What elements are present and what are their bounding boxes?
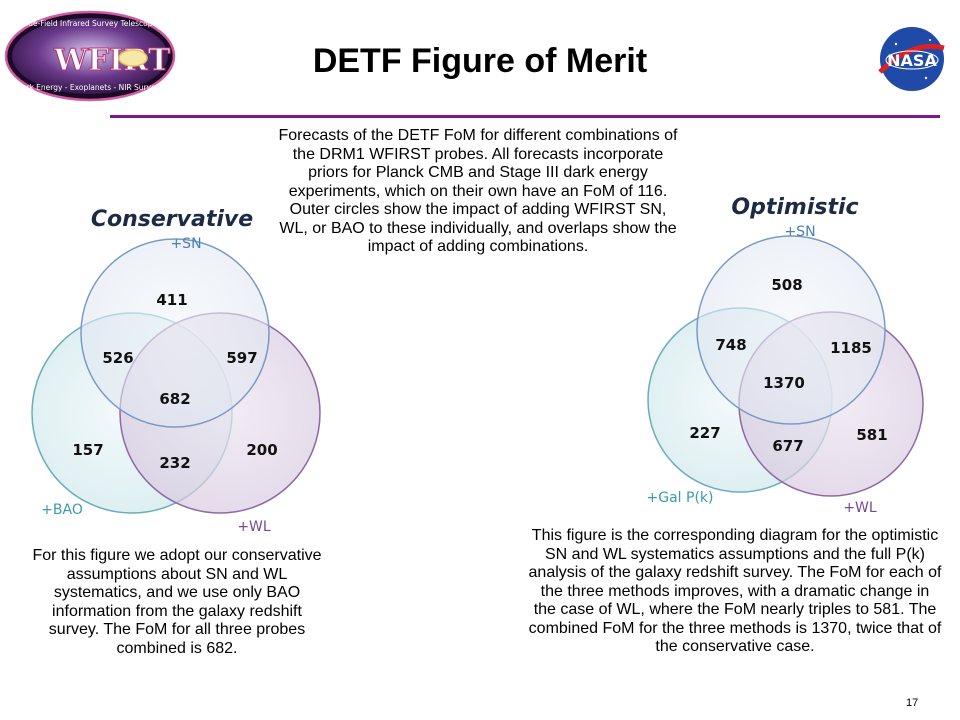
title-divider <box>110 115 940 118</box>
optimistic-caption: This figure is the corresponding diagram… <box>528 527 942 656</box>
diagram-title: Conservative <box>91 207 253 232</box>
value-sn-only: 411 <box>156 291 187 309</box>
value-all-three: 682 <box>159 390 190 408</box>
nasa-vector-swoosh <box>878 43 945 74</box>
value-all-three: 1370 <box>763 374 805 392</box>
value-sn-gal-pk: 748 <box>715 336 746 354</box>
value-bao-wl: 232 <box>159 454 190 472</box>
set-label-sn: +SN <box>170 236 201 252</box>
set-label-bao: +BAO <box>41 502 83 518</box>
value-sn-only: 508 <box>771 276 802 294</box>
nasa-logo: NASA <box>878 27 945 91</box>
value-bao-only: 157 <box>72 441 103 459</box>
value-wl-only: 581 <box>856 426 887 444</box>
value-sn-bao: 526 <box>102 349 133 367</box>
diagram-title: Optimistic <box>731 195 858 220</box>
set-label-gal-pk: +Gal P(k) <box>647 490 714 506</box>
wfirst-logo: WFIR T Wide-Field Infrared Survey Telesc… <box>4 10 176 102</box>
wfirst-logo-bottom-text: Dark Energy - Exoplanets - NIR Surveys <box>16 83 164 92</box>
set-label-wl: +WL <box>843 500 877 516</box>
slide-title: DETF Figure of Merit <box>0 42 960 81</box>
value-gal-pk-only: 227 <box>689 424 720 442</box>
nasa-logo-text: NASA <box>887 51 937 70</box>
venn-diagram-conservative: Conservative +SN +BAO +WL 411 526 597 68… <box>31 207 321 535</box>
set-label-sn: +SN <box>784 224 815 240</box>
conservative-caption: For this figure we adopt our conservativ… <box>32 547 322 657</box>
slide-title-text: DETF Figure of Merit <box>312 42 648 80</box>
venn-diagram-optimistic: Optimistic +SN +Gal P(k) +WL 508 748 118… <box>647 195 924 516</box>
value-gal-pk-wl: 677 <box>772 437 803 455</box>
value-wl-only: 200 <box>246 441 277 459</box>
galaxy-icon <box>118 49 148 67</box>
wfirst-logo-top-text: Wide-Field Infrared Survey Telescope <box>19 19 158 28</box>
page-number: 17 <box>906 697 919 709</box>
intro-paragraph: Forecasts of the DETF FoM for different … <box>278 127 678 256</box>
circle-sn <box>696 235 886 425</box>
value-sn-wl: 1185 <box>830 339 872 357</box>
set-label-wl: +WL <box>237 519 271 535</box>
circle-sn <box>80 238 270 428</box>
value-sn-wl: 597 <box>226 349 257 367</box>
wfirst-logo-right-text: T <box>148 43 171 78</box>
